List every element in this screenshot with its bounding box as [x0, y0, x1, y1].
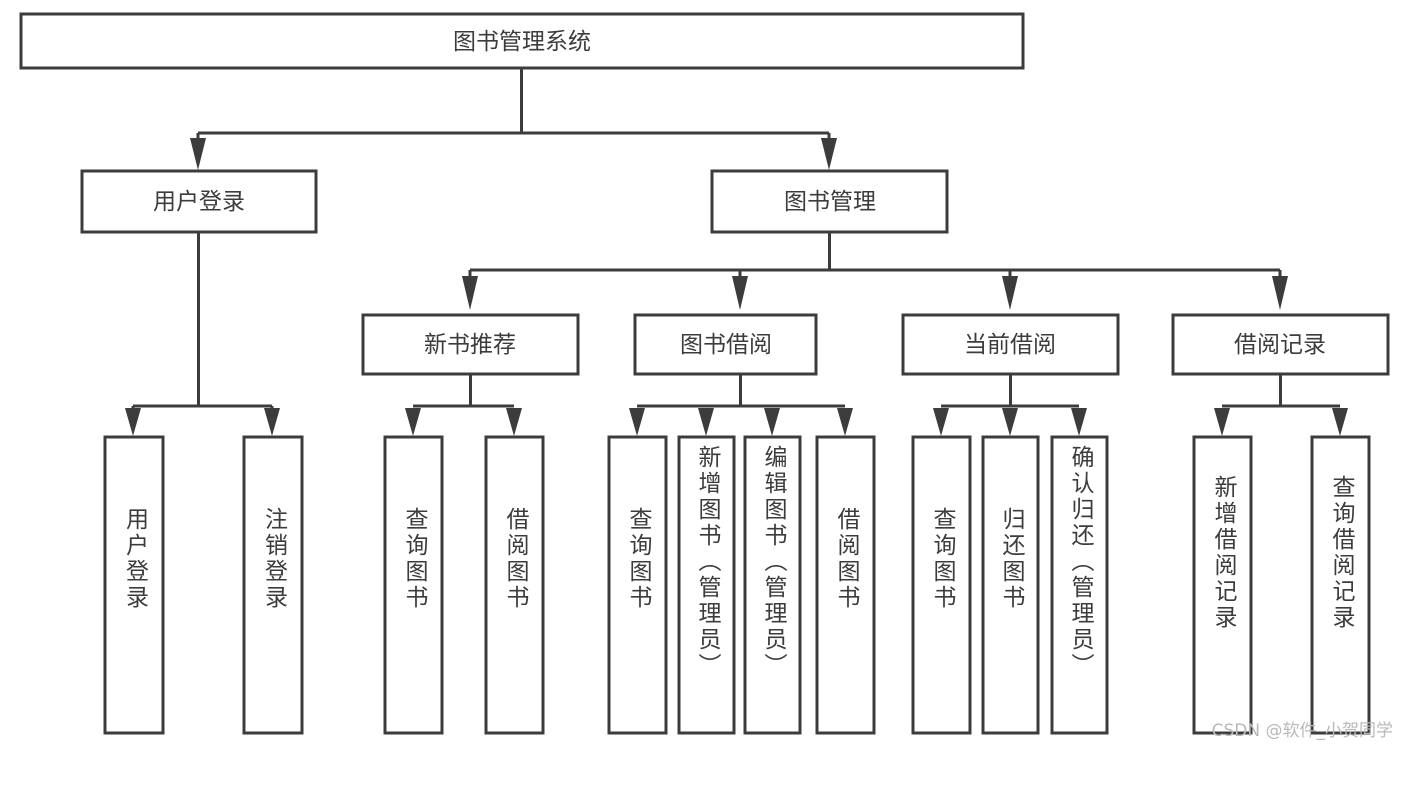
node-leaf-user-login-box[interactable] — [103, 435, 165, 735]
arrow-head-new-book-recommend — [462, 276, 478, 310]
diagram-canvas: 图书管理系统 用户登录 图书管理 新书推荐 图书借阅 当前借阅 借阅记录 — [19, 12, 1393, 741]
arrow-head-leaf-add-book — [698, 408, 714, 436]
node-book-management[interactable]: 图书管理 — [710, 169, 949, 234]
node-user-login-box[interactable] — [80, 169, 318, 234]
node-root-box[interactable] — [19, 12, 1025, 70]
node-user-login-label: 用户登录 — [153, 189, 245, 215]
arrow-head-current-borrow — [1002, 276, 1018, 310]
node-current-borrow-label: 当前借阅 — [964, 332, 1056, 358]
node-leaf-edit-book-box[interactable] — [743, 435, 802, 735]
node-root[interactable]: 图书管理系统 — [19, 12, 1025, 70]
org-chart-svg: 图书管理系统 用户登录 图书管理 新书推荐 图书借阅 当前借阅 借阅记录 — [19, 12, 1390, 735]
node-leaf-borrow-book-2-box[interactable] — [815, 435, 876, 735]
node-current-borrow-box[interactable] — [901, 313, 1120, 376]
node-borrow-record[interactable]: 借阅记录 — [1171, 313, 1390, 376]
node-book-borrow[interactable]: 图书借阅 — [633, 313, 818, 376]
node-leaf-query-book-3-box[interactable] — [911, 435, 972, 735]
node-current-borrow[interactable]: 当前借阅 — [901, 313, 1120, 376]
node-leaf-logout-login-box[interactable] — [242, 435, 304, 735]
node-leaf-confirm-return-box[interactable] — [1050, 435, 1109, 735]
node-leaf-add-book-box[interactable] — [677, 435, 736, 735]
node-leaf-query-book-1-box[interactable] — [383, 435, 444, 735]
connector-layer — [125, 68, 1348, 436]
node-leaf-borrow-book-1-box[interactable] — [484, 435, 545, 735]
arrow-head-user-login — [190, 138, 206, 170]
arrow-head-leaf-borrow-book-2 — [837, 408, 853, 436]
arrow-head-leaf-query-book-1 — [405, 408, 421, 436]
node-book-borrow-box[interactable] — [633, 313, 818, 376]
arrow-head-leaf-query-record — [1332, 408, 1348, 436]
arrow-head-borrow-record — [1272, 276, 1288, 310]
node-book-borrow-label: 图书借阅 — [680, 332, 772, 358]
node-leaf-return-book-box[interactable] — [981, 435, 1040, 735]
leaf-box-layer — [103, 435, 1371, 735]
arrow-head-leaf-edit-book — [764, 408, 780, 436]
node-leaf-query-book-2-box[interactable] — [607, 435, 668, 735]
node-leaf-query-record-box[interactable] — [1310, 435, 1371, 735]
arrow-head-leaf-confirm-return — [1071, 408, 1087, 436]
node-leaf-add-record-box[interactable] — [1192, 435, 1253, 735]
node-root-label: 图书管理系统 — [453, 29, 591, 55]
node-book-management-box[interactable] — [710, 169, 949, 234]
node-new-book-recommend-label: 新书推荐 — [424, 332, 516, 358]
node-new-book-recommend[interactable]: 新书推荐 — [361, 313, 580, 376]
arrow-head-leaf-user-login — [125, 408, 141, 436]
node-user-login[interactable]: 用户登录 — [80, 169, 318, 234]
node-book-management-label: 图书管理 — [784, 189, 876, 215]
arrow-head-leaf-query-book-3 — [933, 408, 949, 436]
node-borrow-record-box[interactable] — [1171, 313, 1390, 376]
arrow-head-book-management — [821, 138, 837, 170]
arrow-head-leaf-logout-login — [264, 408, 280, 436]
node-new-book-recommend-box[interactable] — [361, 313, 580, 376]
arrow-head-leaf-borrow-book-1 — [506, 408, 522, 436]
arrow-head-book-borrow — [732, 276, 748, 310]
arrow-head-leaf-query-book-2 — [629, 408, 645, 436]
node-borrow-record-label: 借阅记录 — [1234, 332, 1326, 358]
arrow-head-leaf-return-book — [1002, 408, 1018, 436]
arrow-head-leaf-add-record — [1214, 408, 1230, 436]
